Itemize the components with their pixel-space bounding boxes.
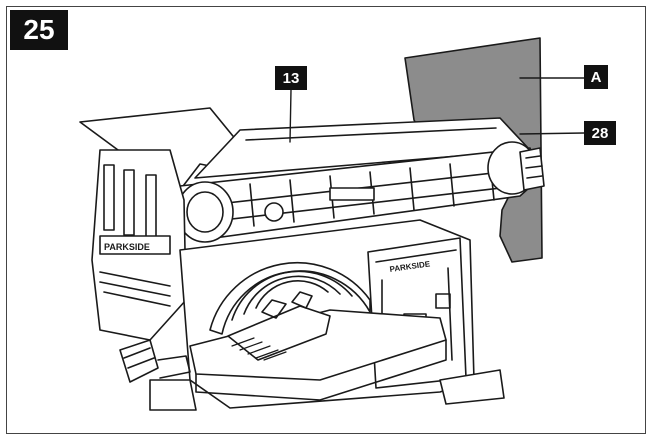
callout-a: A (584, 65, 608, 89)
callout-28: 28 (584, 121, 616, 145)
tension-knob (519, 147, 545, 191)
brand-logo-left: PARKSIDE (104, 242, 150, 252)
figure-number: 25 (10, 10, 68, 50)
leader-28 (519, 132, 585, 135)
disc-guard (209, 261, 371, 335)
leader-13 (289, 89, 292, 143)
clamp-knob (119, 339, 159, 383)
mitre-gauge (227, 305, 331, 361)
callout-13: 13 (275, 66, 307, 90)
